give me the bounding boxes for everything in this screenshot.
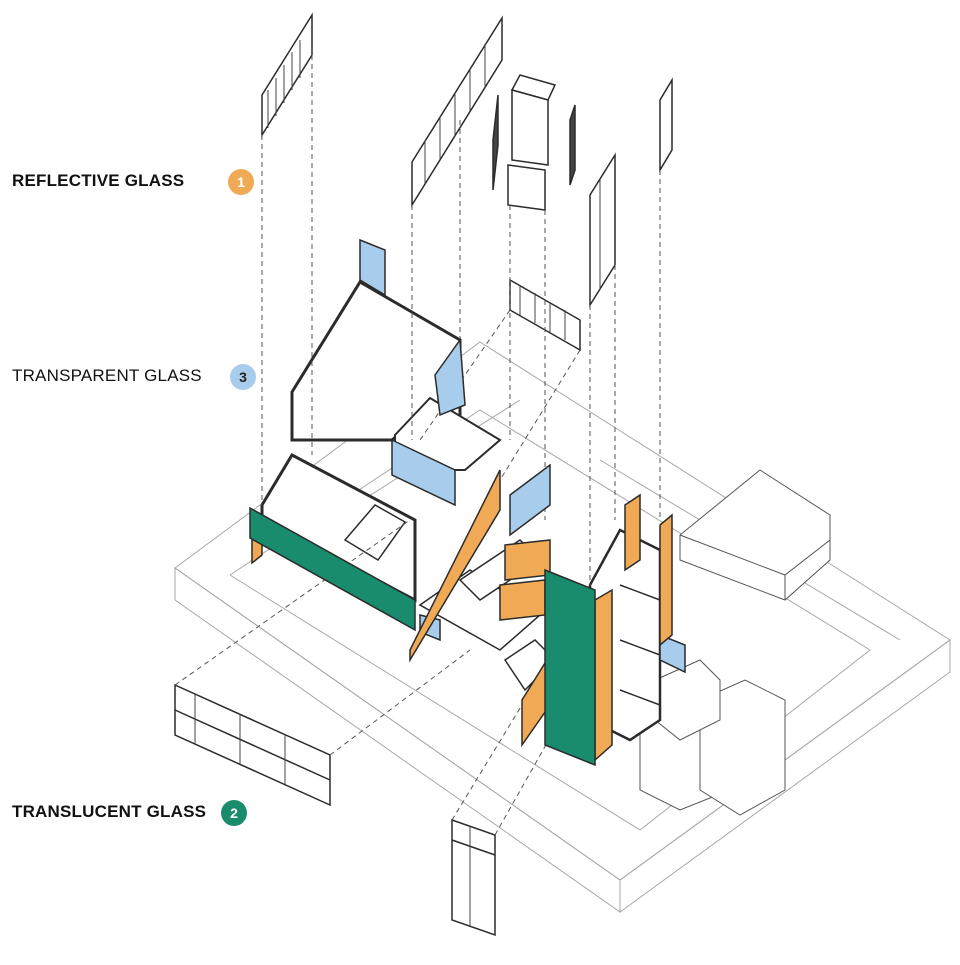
projection-lines xyxy=(174,55,661,836)
context-buildings xyxy=(639,469,831,816)
translucent-glass-panels xyxy=(249,506,596,767)
legend-label-reflective: REFLECTIVE GLASS xyxy=(12,171,185,190)
legend-label-transparent: TRANSPARENT GLASS xyxy=(12,366,202,385)
legend-badge-translucent: 2 xyxy=(221,800,247,826)
exploded-elements xyxy=(174,12,673,937)
legend-label-translucent: TRANSLUCENT GLASS xyxy=(12,802,207,821)
transparent-glass-panels xyxy=(359,238,686,674)
legend-badge-reflective: 1 xyxy=(228,169,254,195)
mullion-lines xyxy=(194,40,601,926)
legend-badge-transparent: 3 xyxy=(230,364,256,390)
main-building xyxy=(260,279,662,742)
